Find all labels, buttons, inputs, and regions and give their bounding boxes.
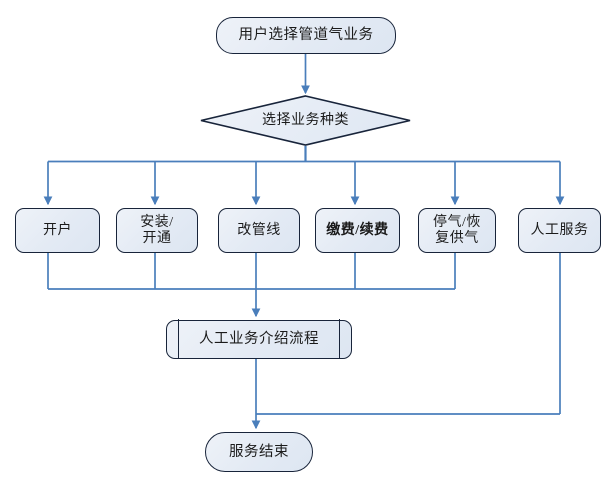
node-subprocess-manual-intro[interactable]: 人工业务介绍流程 xyxy=(166,319,352,359)
node-option-label: 改管线 xyxy=(237,222,281,238)
node-subprocess-label: 人工业务介绍流程 xyxy=(199,331,319,348)
node-option-label: 缴费/续费 xyxy=(326,222,389,238)
node-option-label: 停气/恢 复供气 xyxy=(433,214,481,246)
predefined-process-bar-left xyxy=(178,319,179,359)
diamond-outline xyxy=(200,95,411,146)
node-end-service-finished[interactable]: 服务结束 xyxy=(205,432,313,472)
node-end-label: 服务结束 xyxy=(229,443,289,460)
node-option-label: 人工服务 xyxy=(530,222,589,238)
node-option-payment-renewal[interactable]: 缴费/续费 xyxy=(315,208,400,253)
node-option-modify-pipeline[interactable]: 改管线 xyxy=(218,208,300,253)
node-option-gas-stop-resume[interactable]: 停气/恢 复供气 xyxy=(418,208,496,253)
node-option-open-account[interactable]: 开户 xyxy=(15,208,100,253)
node-option-label: 安装/ 开通 xyxy=(140,214,174,246)
predefined-process-bar-right xyxy=(339,319,340,359)
node-start-label: 用户选择管道气业务 xyxy=(238,27,374,44)
node-option-manual-service[interactable]: 人工服务 xyxy=(518,208,601,253)
node-option-install-activate[interactable]: 安装/ 开通 xyxy=(116,208,198,253)
node-decision-business-type[interactable]: 选择业务种类 xyxy=(200,95,411,146)
node-decision-label: 选择业务种类 xyxy=(262,112,349,128)
node-start[interactable]: 用户选择管道气业务 xyxy=(216,17,396,54)
node-option-label: 开户 xyxy=(43,222,72,238)
